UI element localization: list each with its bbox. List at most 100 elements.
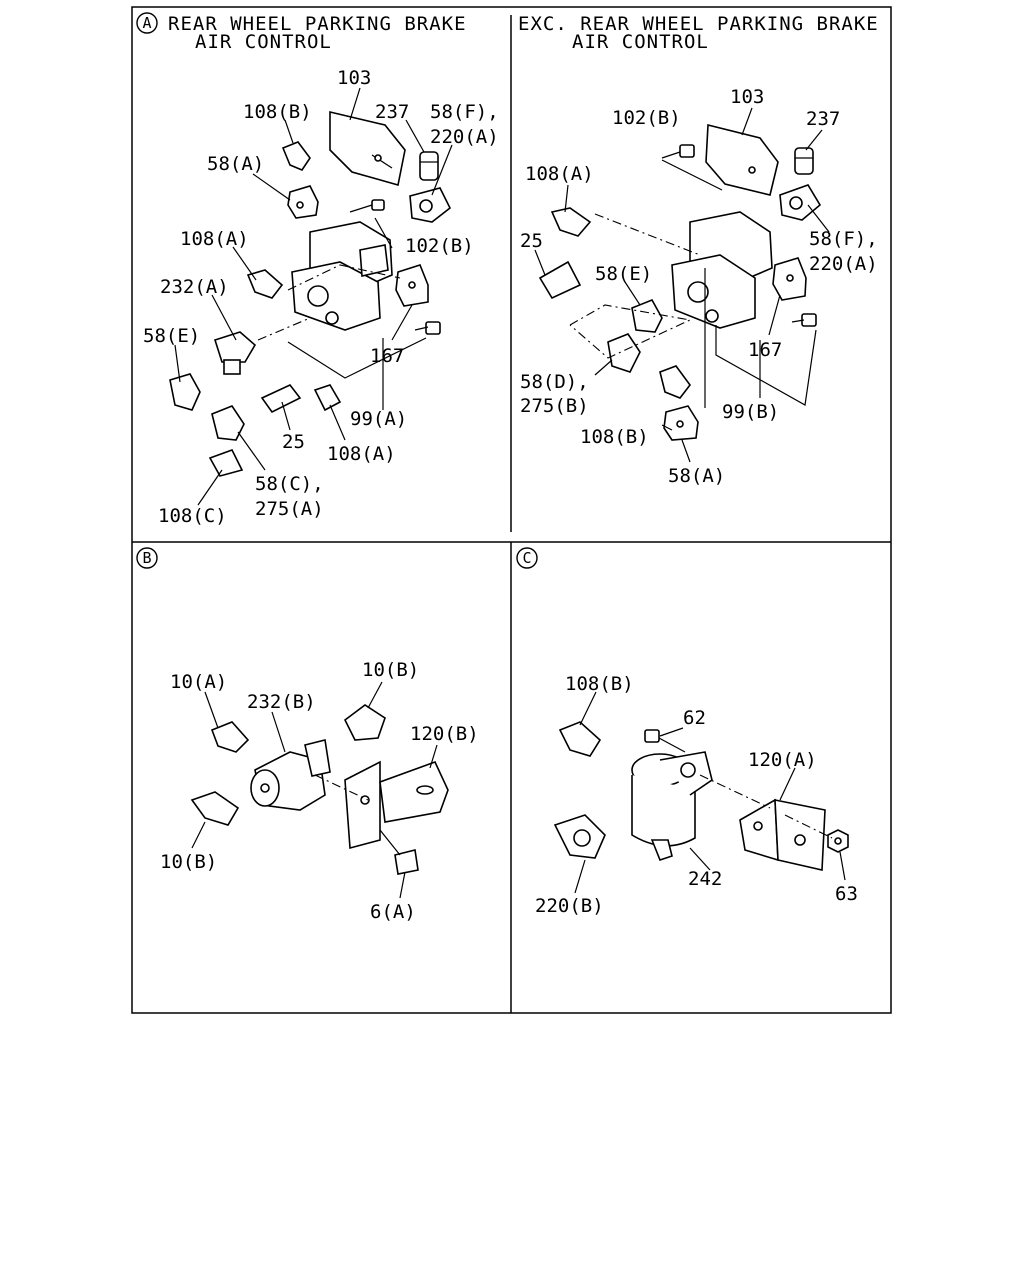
bracket-120a xyxy=(739,798,826,871)
label-237: 237 xyxy=(375,101,409,123)
panel-a-leader-lines xyxy=(174,87,453,506)
label-c-220b: 220(B) xyxy=(535,895,604,917)
tee-fitting-58f-exc xyxy=(779,184,822,221)
bracket-120b xyxy=(344,760,449,850)
label-167: 167 xyxy=(370,345,404,367)
label-exc-102b: 102(B) xyxy=(612,107,681,129)
panel-exc-rear-wheel-parking-brake: EXC. REAR WHEEL PARKING BRAKE AIR CONTRO… xyxy=(518,13,879,487)
panel-exc-leader-lines xyxy=(534,107,830,463)
fitting-237 xyxy=(419,151,439,181)
label-58f: 58(F), xyxy=(430,101,499,123)
label-120b: 120(B) xyxy=(410,723,479,745)
nut-63 xyxy=(827,829,849,853)
bracket-167-exc xyxy=(772,257,807,301)
panel-a-marker: A xyxy=(136,12,158,34)
label-exc-108b: 108(B) xyxy=(580,426,649,448)
elbow-108a-lower xyxy=(313,384,342,412)
label-232a: 232(A) xyxy=(160,276,229,298)
elbow-10b-top xyxy=(343,704,386,741)
label-232b: 232(B) xyxy=(247,691,316,713)
tee-fitting-58f xyxy=(409,187,452,223)
label-c-108b: 108(B) xyxy=(565,673,634,695)
panel-a-labels: 103 108(B) 237 58(F), 220(A) 58(A) 108(A… xyxy=(143,67,499,527)
label-c-120a: 120(A) xyxy=(748,749,817,771)
fitting-58a xyxy=(287,185,319,219)
label-c-242: 242 xyxy=(688,868,722,890)
panel-b-marker: B xyxy=(136,547,158,569)
label-exc-220a: 220(A) xyxy=(809,253,878,275)
label-102b: 102(B) xyxy=(405,235,474,257)
label-10b-top: 10(B) xyxy=(362,659,419,681)
label-exc-167: 167 xyxy=(748,339,782,361)
bracket-103 xyxy=(329,110,406,187)
label-58a: 58(A) xyxy=(207,153,264,175)
panel-c-marker-text: C xyxy=(522,549,531,567)
label-103: 103 xyxy=(337,67,371,89)
label-220a: 220(A) xyxy=(430,126,499,148)
panel-exc-title-line1: EXC. REAR WHEEL PARKING BRAKE xyxy=(518,13,879,35)
air-control-valve-exc xyxy=(671,211,773,329)
panel-b: B xyxy=(136,547,479,923)
bracket-167 xyxy=(395,264,429,307)
tee-232a xyxy=(213,331,257,375)
label-25: 25 xyxy=(282,431,305,453)
valve-232b xyxy=(250,739,331,811)
label-exc-25: 25 xyxy=(520,230,543,252)
label-c-63: 63 xyxy=(835,883,858,905)
bracket-103-exc xyxy=(705,123,779,196)
elbow-10b-bottom xyxy=(190,791,240,826)
screw-99b-exc xyxy=(791,313,817,327)
label-c-62: 62 xyxy=(683,707,706,729)
label-108a-lower: 108(A) xyxy=(327,443,396,465)
label-108b: 108(B) xyxy=(243,101,312,123)
elbow-108a-exc xyxy=(550,207,592,237)
fitting-58a-exc xyxy=(663,405,699,441)
panel-c-labels: 108(B) 62 120(A) 242 220(B) 63 xyxy=(535,673,858,917)
label-exc-58f: 58(F), xyxy=(809,228,878,250)
fitting-10a xyxy=(210,721,250,753)
label-exc-99b: 99(B) xyxy=(722,401,779,423)
panel-c-marker: C xyxy=(516,547,538,569)
part-25-exc xyxy=(538,260,582,300)
label-exc-275b: 275(B) xyxy=(520,395,589,417)
diagram-frame xyxy=(131,6,892,1014)
valve-242 xyxy=(631,751,713,861)
bolt-102b-exc xyxy=(661,144,695,159)
fitting-58d-exc xyxy=(607,333,641,373)
fitting-108c xyxy=(208,449,244,477)
panel-a-title-line1: REAR WHEEL PARKING BRAKE xyxy=(168,13,467,35)
label-exc-58e: 58(E) xyxy=(595,263,652,285)
label-275a: 275(A) xyxy=(255,498,324,520)
label-exc-237: 237 xyxy=(806,108,840,130)
fitting-237-exc xyxy=(794,147,814,175)
panel-b-marker-text: B xyxy=(142,549,151,567)
tee-220b xyxy=(553,814,606,859)
label-exc-58a: 58(A) xyxy=(668,465,725,487)
elbow-108b-exc xyxy=(659,365,692,399)
panel-c: C xyxy=(516,547,858,917)
label-exc-108a: 108(A) xyxy=(525,163,594,185)
fitting-58e-exc xyxy=(631,298,663,333)
label-58e: 58(E) xyxy=(143,325,200,347)
bolt-102b xyxy=(349,199,385,213)
panel-a-rear-wheel-parking-brake: A REAR WHEEL PARKING BRAKE AIR CONTROL xyxy=(136,12,499,527)
label-exc-58d: 58(D), xyxy=(520,371,589,393)
label-99a: 99(A) xyxy=(350,408,407,430)
label-10b-bottom: 10(B) xyxy=(160,851,217,873)
label-10a: 10(A) xyxy=(170,671,227,693)
label-6a: 6(A) xyxy=(370,901,416,923)
panel-c-leader-lines xyxy=(574,691,846,894)
panel-a-title-line2: AIR CONTROL xyxy=(195,31,332,53)
panel-b-leader-lines xyxy=(191,681,438,899)
elbow-108b xyxy=(281,141,311,171)
screw-99a xyxy=(414,321,441,335)
label-108c: 108(C) xyxy=(158,505,227,527)
label-exc-103: 103 xyxy=(730,86,764,108)
panel-b-labels: 10(A) 10(B) 232(B) 120(B) 10(B) 6(A) xyxy=(160,659,479,923)
air-control-valve xyxy=(291,221,393,331)
bolt-62 xyxy=(644,729,686,753)
label-58c: 58(C), xyxy=(255,473,324,495)
elbow-108a xyxy=(246,269,284,299)
bolt-6a xyxy=(379,829,419,875)
fitting-58e xyxy=(169,373,201,411)
